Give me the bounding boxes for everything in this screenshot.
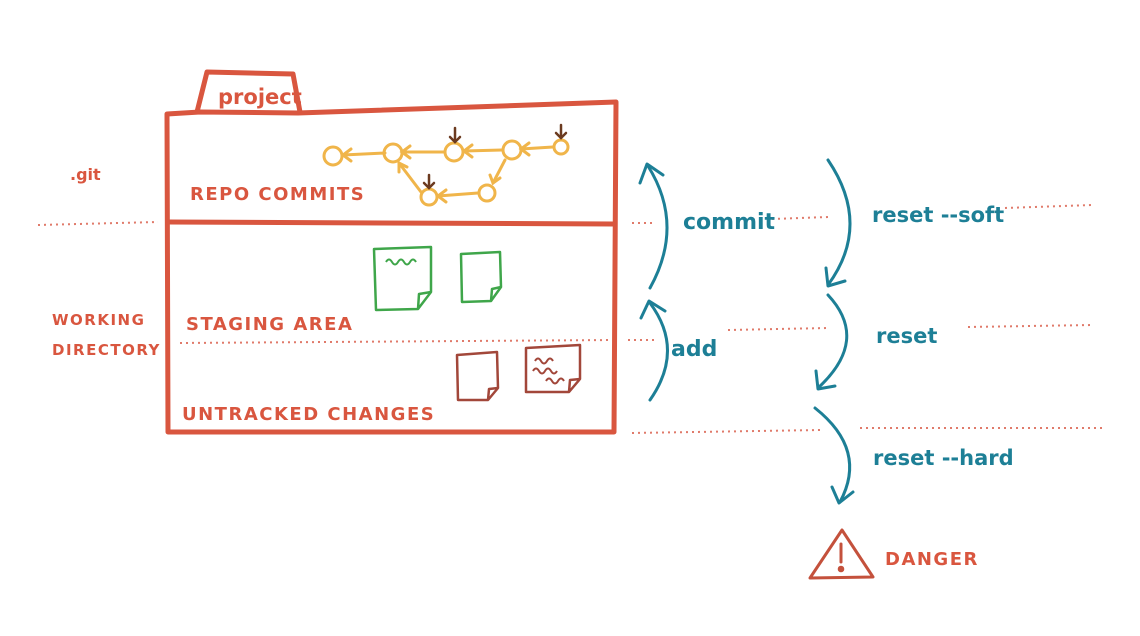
dotted-line-reset-right: [967, 324, 1093, 328]
warning-triangle-icon: [808, 528, 875, 580]
commit-node: [477, 183, 497, 203]
reset-mixed-arrowhead-icon: [814, 369, 837, 391]
branch-pointer-arrow-icon: [448, 126, 462, 144]
git-directory-label: .git: [70, 165, 101, 184]
reset-hard-label: reset --hard: [873, 446, 1014, 470]
add-arrowhead-icon: [639, 299, 667, 320]
commit-node: [322, 145, 344, 167]
dotted-line-bottom-left: [631, 429, 821, 434]
add-arrow-icon: [648, 301, 669, 402]
commit-edge: [436, 191, 480, 198]
dotted-guide-lines: [37, 204, 1105, 434]
commit-node: [443, 141, 465, 163]
commit-arrowhead: [397, 160, 409, 174]
reset-arrows: [813, 158, 855, 505]
untracked-file-icon: [455, 350, 500, 402]
branch-pointer-arrow-icon: [554, 123, 568, 140]
folder-body: [164, 99, 619, 435]
reset-mixed-arrow-icon: [816, 293, 849, 390]
commit-edge: [491, 158, 507, 185]
commit-arrowhead: [488, 173, 502, 186]
danger-label: DANGER: [885, 549, 979, 570]
section-untracked-changes: UNTRACKED CHANGES: [182, 404, 435, 425]
reset-soft-arrow-icon: [826, 158, 852, 287]
branch-pointer-arrow-icon: [422, 173, 436, 190]
add-action-label: add: [671, 337, 717, 362]
reset-hard-arrowhead-icon: [830, 485, 855, 505]
section-repo-commits: REPO COMMITS: [190, 184, 365, 205]
untracked-file-with-content-icon: [524, 343, 582, 394]
action-arrows: [638, 162, 669, 402]
folder-divider: [165, 219, 617, 227]
section-staging-area: STAGING AREA: [186, 314, 353, 335]
staged-file-icon: [459, 250, 503, 304]
reset-soft-label: reset --soft: [872, 203, 1004, 227]
commit-action-label: commit: [683, 210, 776, 235]
dotted-line-soft-right: [1004, 204, 1093, 209]
commit-edge: [519, 145, 555, 151]
working-directory-label-line2: DIRECTORY: [52, 341, 161, 359]
folder-tab: [194, 69, 303, 115]
working-directory-label-line1: WORKING: [52, 311, 145, 329]
commit-arrowhead-icon: [638, 162, 665, 185]
commit-edge: [397, 161, 423, 194]
dotted-line-git-left: [37, 221, 159, 226]
staged-file-with-content-icon: [372, 245, 433, 312]
commit-node: [419, 187, 439, 207]
commit-edge: [462, 148, 504, 153]
reset-mixed-label: reset: [876, 324, 937, 348]
dotted-line-add-right: [727, 327, 829, 331]
commit-node: [552, 138, 570, 156]
reset-soft-arrowhead-icon: [824, 266, 847, 288]
commit-graph: [322, 138, 570, 207]
reset-hard-arrow-icon: [813, 406, 852, 504]
folder-tab-label: project: [218, 85, 302, 109]
commit-arrow-icon: [646, 164, 669, 290]
commit-node: [382, 142, 404, 164]
dotted-line-commit-right: [771, 216, 829, 220]
project-folder: [164, 69, 619, 435]
dotted-line-staging-inner: [179, 339, 613, 344]
branch-pointers: [422, 123, 568, 190]
commit-edge: [341, 151, 387, 157]
commit-node: [501, 139, 523, 161]
